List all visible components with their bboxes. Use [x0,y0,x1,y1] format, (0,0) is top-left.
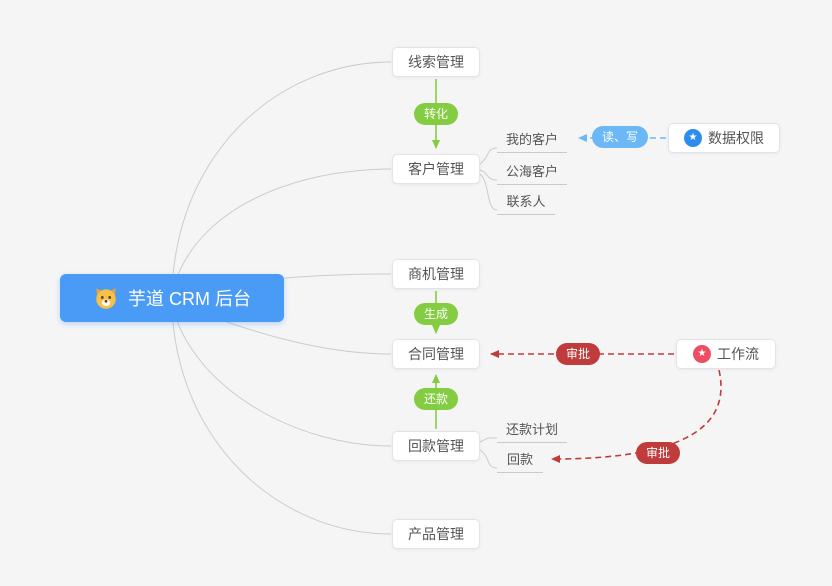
leaf-label: 还款计划 [505,422,558,437]
node-data-permission[interactable]: ★ 数据权限 [668,123,780,153]
leaf-label: 公海客户 [505,164,558,179]
node-opportunity-management[interactable]: 商机管理 [392,259,480,289]
star-icon: ★ [684,129,702,147]
edge-approve-receivable-arrow [551,369,722,463]
node-label: 线索管理 [408,54,464,70]
leaf-contacts[interactable]: 联系人 [497,191,555,215]
node-label: 工作流 [717,346,759,362]
node-label: 产品管理 [408,526,464,542]
node-receivable-management[interactable]: 回款管理 [392,431,480,461]
node-label: 客户管理 [408,161,464,177]
star-icon: ★ [693,345,711,363]
node-label: 合同管理 [408,346,464,362]
leaf-public-customers[interactable]: 公海客户 [497,161,567,185]
edge-label-approve-receivable: 审批 [635,442,681,464]
leaf-label: 回款 [506,452,533,467]
leaf-my-customers[interactable]: 我的客户 [497,129,567,153]
leaf-repayment[interactable]: 回款 [497,449,543,473]
node-workflow[interactable]: ★ 工作流 [676,339,776,369]
leaf-label: 我的客户 [505,132,558,147]
node-label: 回款管理 [408,438,464,454]
edge-label-convert: 转化 [413,103,459,125]
root-node-crm-backend[interactable]: 芋道 CRM 后台 [60,274,284,322]
node-product-management[interactable]: 产品管理 [392,519,480,549]
root-node-label: 芋道 CRM 后台 [128,289,251,309]
node-lead-management[interactable]: 线索管理 [392,47,480,77]
node-customer-management[interactable]: 客户管理 [392,154,480,184]
edge-label-approve-contract: 审批 [555,343,601,365]
edge-label-repay: 还款 [413,388,459,410]
edge-label-read-write: 读、写 [591,126,649,148]
node-label: 数据权限 [708,130,764,146]
edge-label-generate: 生成 [413,303,459,325]
dog-icon [96,288,116,309]
leaf-label: 联系人 [506,194,546,209]
node-label: 商机管理 [408,266,464,282]
leaf-repayment-plan[interactable]: 还款计划 [497,419,567,443]
node-contract-management[interactable]: 合同管理 [392,339,480,369]
